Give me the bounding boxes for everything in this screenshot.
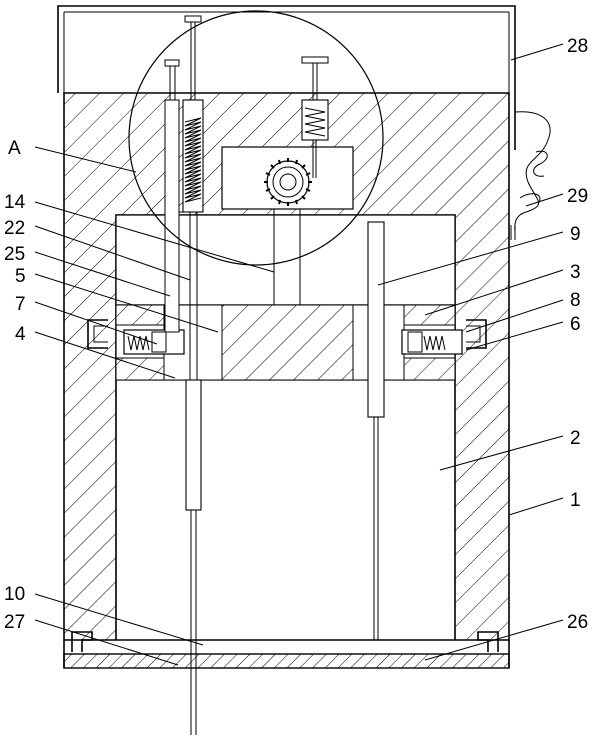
label-4: 4 <box>15 324 26 345</box>
label-1: 1 <box>570 490 581 511</box>
label-9: 9 <box>570 224 581 245</box>
gear-icon <box>264 158 312 206</box>
coiled-cable-icon <box>510 111 551 240</box>
label-28: 28 <box>567 36 588 57</box>
label-3: 3 <box>570 262 581 283</box>
label-8: 8 <box>570 290 581 311</box>
label-29: 29 <box>567 186 588 207</box>
label-5: 5 <box>15 266 26 287</box>
label-25: 25 <box>4 244 25 265</box>
label-10: 10 <box>4 584 25 605</box>
left-latch <box>87 319 185 355</box>
left-guide-rod <box>164 59 183 333</box>
detail-circle-a <box>128 10 384 266</box>
main-rod <box>182 15 204 735</box>
label-6: 6 <box>570 314 581 335</box>
label-a: A <box>8 138 21 159</box>
leader-lines <box>34 43 564 666</box>
label-22: 22 <box>4 218 25 239</box>
label-26: 26 <box>567 612 588 633</box>
coil-spring-icon <box>304 107 326 137</box>
right-guide-rod <box>367 221 385 640</box>
right-plunger <box>301 56 329 178</box>
label-7: 7 <box>15 294 26 315</box>
label-14: 14 <box>4 192 26 213</box>
label-2: 2 <box>570 428 581 449</box>
right-latch <box>401 319 487 355</box>
label-27: 27 <box>4 612 25 633</box>
